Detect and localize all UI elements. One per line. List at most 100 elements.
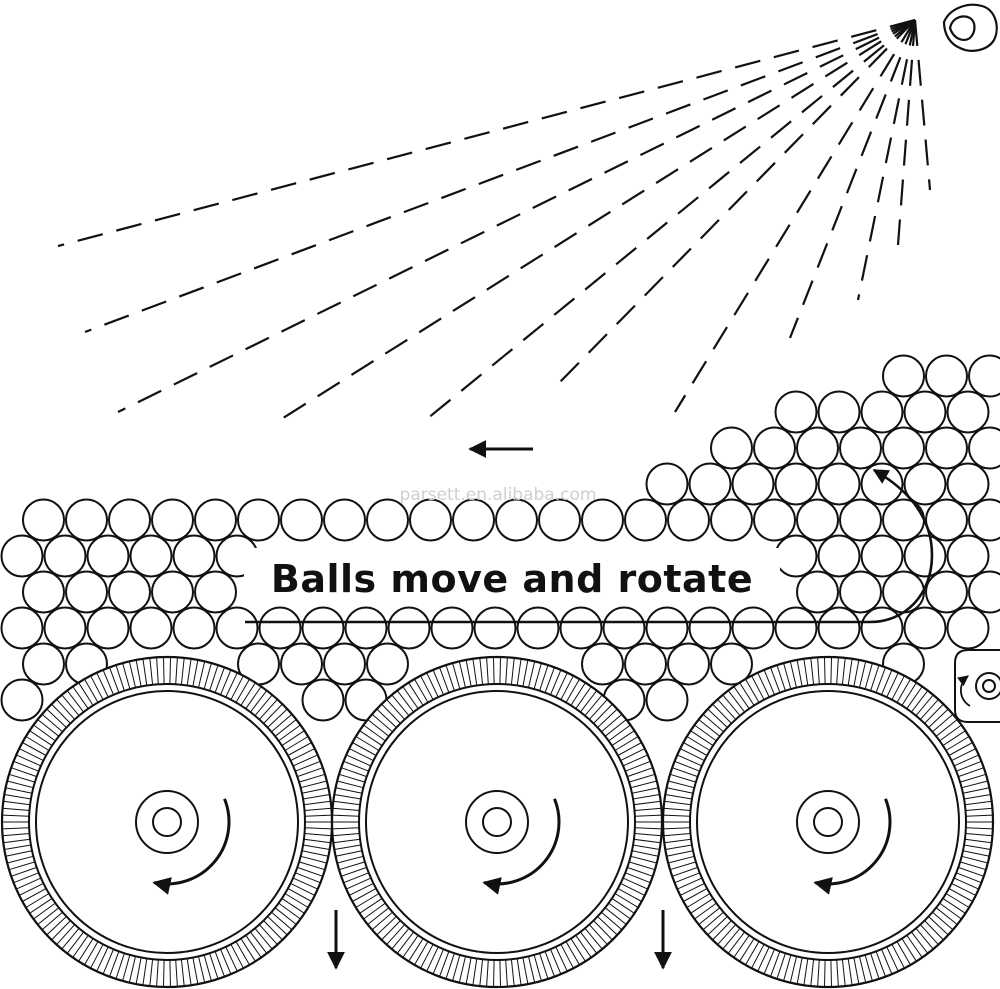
ball (86, 534, 130, 578)
ball (882, 570, 925, 614)
ball (43, 606, 87, 650)
ball (0, 534, 44, 578)
small-roller (954, 649, 1000, 723)
ball (129, 606, 173, 650)
ball (215, 606, 259, 650)
ball (473, 606, 517, 650)
ball (667, 498, 710, 542)
ball (667, 642, 710, 686)
label-background (244, 548, 780, 606)
ball (194, 498, 237, 542)
brush-roller (0, 655, 334, 989)
spray-line (856, 19, 917, 301)
ball (602, 606, 646, 650)
ball (968, 498, 1000, 542)
ball (151, 498, 194, 542)
rotation-arrow-icon (482, 798, 561, 895)
ball (774, 462, 818, 506)
ball (796, 426, 839, 470)
ball (624, 498, 667, 542)
ball (366, 642, 409, 686)
diagram-label: Balls move and rotate (271, 557, 753, 601)
ball (645, 606, 689, 650)
ball (903, 390, 947, 434)
spray-line (896, 19, 917, 246)
spray-line (84, 18, 916, 334)
ball (624, 642, 667, 686)
ball (925, 354, 968, 398)
ball (860, 534, 904, 578)
ball (731, 606, 775, 650)
ball (946, 462, 990, 506)
ball (774, 390, 818, 434)
ball (172, 606, 216, 650)
ball (0, 606, 44, 650)
ball (946, 606, 990, 650)
ball (323, 498, 366, 542)
ball (43, 534, 87, 578)
ball (0, 678, 44, 722)
ball (710, 642, 753, 686)
spray-nozzle-icon (942, 3, 998, 52)
ball (151, 570, 194, 614)
ball (22, 642, 65, 686)
ball (645, 678, 689, 722)
brush-bristles (2, 656, 332, 988)
ball (903, 534, 947, 578)
ball (882, 354, 925, 398)
ball (194, 570, 237, 614)
ball (430, 606, 474, 650)
spray-line (271, 19, 916, 426)
ball (301, 678, 345, 722)
ball (688, 462, 732, 506)
spray-jets (57, 18, 932, 426)
ball (129, 534, 173, 578)
ball (946, 534, 990, 578)
ball (366, 498, 409, 542)
spray-line (559, 19, 916, 383)
ball (860, 606, 904, 650)
ball (796, 498, 839, 542)
ball (688, 606, 732, 650)
brush-bristles (663, 656, 993, 988)
ball (710, 498, 753, 542)
ball (108, 570, 151, 614)
ball (774, 534, 818, 578)
ball (108, 498, 151, 542)
ball (731, 462, 775, 506)
rotation-arrow-icon (813, 798, 892, 895)
spray-line (788, 19, 917, 339)
ball (925, 498, 968, 542)
ball (882, 498, 925, 542)
ball (495, 498, 538, 542)
ball (301, 606, 345, 650)
ball (86, 606, 130, 650)
ball (323, 642, 366, 686)
ball (344, 606, 388, 650)
ball (817, 606, 861, 650)
ball (258, 606, 302, 650)
ball (280, 498, 323, 542)
ball (817, 534, 861, 578)
ball (645, 462, 689, 506)
ball (925, 426, 968, 470)
ball (22, 498, 65, 542)
ball (817, 462, 861, 506)
spray-line (913, 19, 932, 191)
ball (860, 390, 904, 434)
brush-bristles (332, 656, 662, 988)
ball (237, 498, 280, 542)
ball (409, 498, 452, 542)
ball (903, 462, 947, 506)
ball (882, 426, 925, 470)
ball-bed (0, 354, 1000, 722)
ball (753, 498, 796, 542)
ball (903, 606, 947, 650)
ball (538, 498, 581, 542)
spray-line (57, 18, 916, 248)
ball (946, 390, 990, 434)
ball (65, 498, 108, 542)
ball (968, 426, 1000, 470)
spray-line (117, 19, 916, 413)
